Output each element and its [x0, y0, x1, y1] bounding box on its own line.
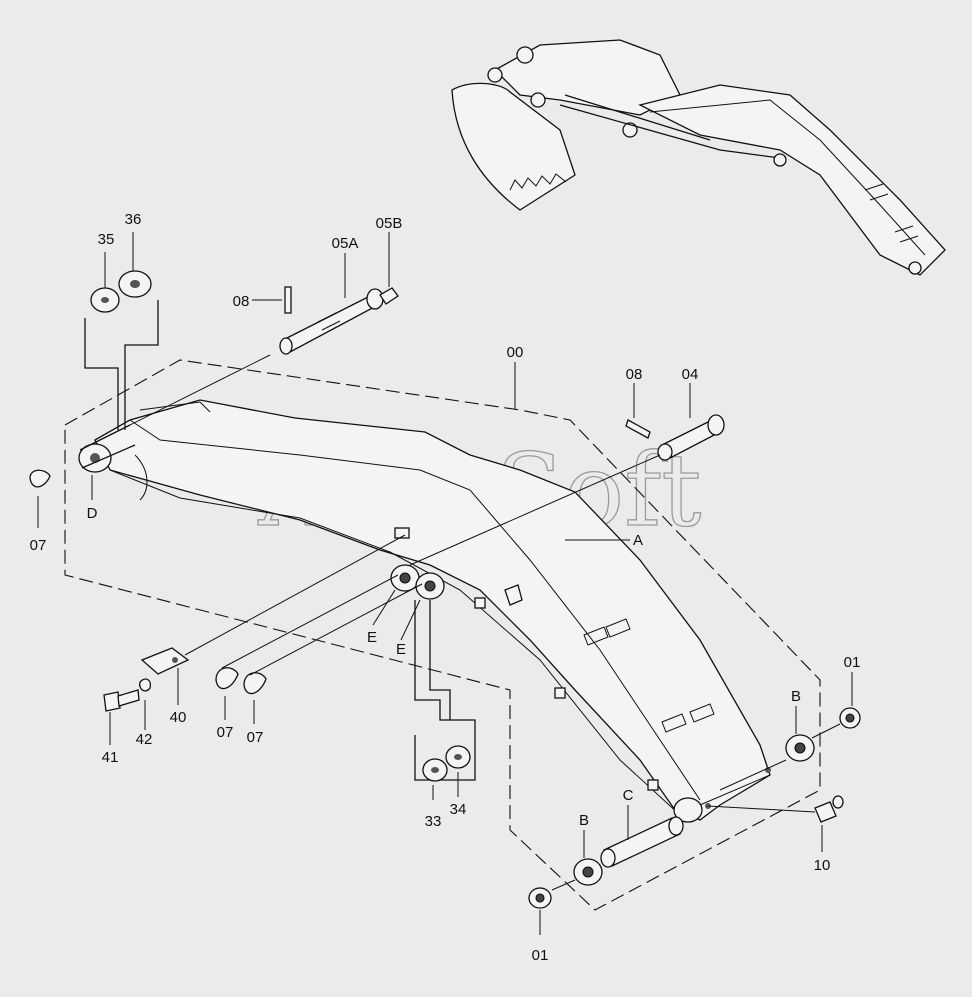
top-pin-assembly	[252, 232, 399, 355]
label-34: 34	[450, 801, 467, 818]
label-B-lower: B	[579, 812, 589, 829]
foot-right-group	[719, 672, 861, 791]
label-08-right: 08	[626, 366, 643, 383]
excavator-overview-inset	[451, 39, 946, 276]
label-D: D	[87, 505, 98, 522]
overview-bucket	[451, 82, 576, 211]
pin-04-assembly	[409, 383, 725, 566]
label-01-right: 01	[844, 654, 861, 671]
fitting-10	[814, 801, 837, 823]
overview-boom	[638, 84, 946, 276]
label-40: 40	[170, 709, 187, 726]
boom-foot-boss	[673, 797, 703, 823]
pin-08-top	[284, 286, 292, 314]
label-05a: 05A	[332, 235, 359, 252]
label-05b: 05B	[376, 215, 403, 232]
bushings-E	[372, 564, 476, 760]
boom-main	[94, 399, 771, 823]
snap-ring-07-mid-2	[243, 672, 267, 695]
label-E-1: E	[367, 629, 377, 646]
washer-group-35-36	[84, 232, 159, 430]
snap-ring-07-mid-1	[215, 667, 239, 690]
label-E-2: E	[396, 641, 406, 658]
assembly-outline	[64, 359, 821, 911]
label-04: 04	[682, 366, 699, 383]
label-C: C	[623, 787, 634, 804]
label-B-right: B	[791, 688, 801, 705]
label-01-lower: 01	[532, 947, 549, 964]
boom-head-D	[29, 354, 271, 528]
label-A: A	[633, 532, 643, 549]
label-00: 00	[507, 344, 524, 361]
label-36: 36	[125, 211, 142, 228]
bolt-41	[103, 691, 121, 712]
label-07-left: 07	[30, 537, 47, 554]
label-35: 35	[98, 231, 115, 248]
washer-42	[139, 678, 152, 692]
foot-lower-group	[528, 805, 684, 935]
bracket-tab	[394, 527, 410, 539]
label-10: 10	[814, 857, 831, 874]
label-07-mid-2: 07	[247, 729, 264, 746]
pin-08-right	[625, 419, 651, 439]
snap-ring-07-left	[29, 469, 51, 488]
washer-group-33-34	[414, 735, 476, 800]
callout-labels: 35 36 05A 05B 08 00 08 04 07 D A E E 40 …	[30, 211, 861, 964]
grease-fitting-10	[707, 795, 844, 852]
label-07-mid-1: 07	[217, 724, 234, 741]
boom-body	[94, 399, 771, 821]
bracket-bolt-group	[103, 534, 406, 745]
label-41: 41	[102, 749, 119, 766]
grease-fitting-05b	[379, 287, 399, 305]
bracket-40	[140, 647, 190, 675]
label-42: 42	[136, 731, 153, 748]
label-08-top: 08	[233, 293, 250, 310]
label-33: 33	[425, 813, 442, 830]
pin-05a	[282, 294, 379, 353]
snap-rings-07-mid	[215, 574, 423, 724]
